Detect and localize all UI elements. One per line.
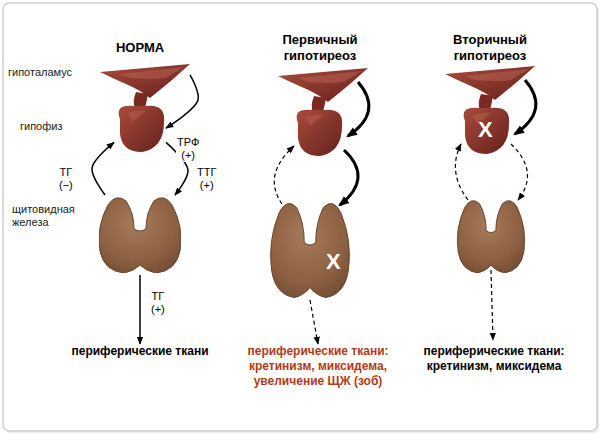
hypothalamus-pituitary bbox=[445, 66, 535, 154]
organ-label: гипофиз bbox=[20, 120, 62, 133]
defect-mark: X bbox=[326, 251, 341, 273]
hormone-arrow bbox=[92, 142, 114, 195]
weak-arrow bbox=[455, 144, 468, 200]
target-tissue: периферические ткани: кретинизм, миксиде… bbox=[238, 344, 398, 389]
panel-title: Вторичный гипотиреоз bbox=[440, 32, 540, 64]
thyroid-gland bbox=[457, 201, 524, 273]
weak-arrow bbox=[274, 146, 294, 204]
weak-arrow bbox=[491, 270, 493, 340]
target-tissue: периферические ткани: кретинизм, миксиде… bbox=[414, 344, 574, 374]
hormone-arrow bbox=[139, 275, 141, 344]
hormone-label: ТТГ (+) bbox=[196, 166, 217, 192]
pituitary: гипофиз bbox=[114, 104, 166, 152]
target-tissue: периферические ткани bbox=[71, 344, 208, 359]
organ-label: гипоталамус bbox=[8, 66, 72, 79]
tissue-text: периферические ткани: кретинизм, миксиде… bbox=[238, 344, 398, 389]
hormone-arrow bbox=[310, 300, 318, 344]
thyroid-gland bbox=[99, 198, 181, 273]
weak-arrow bbox=[511, 144, 527, 200]
affected-pituitary: X bbox=[459, 106, 511, 154]
tissue-text: периферические ткани bbox=[71, 344, 208, 359]
tissue-text: периферические ткани: кретинизм, миксиде… bbox=[414, 344, 574, 374]
organ-label: щитовидная железа bbox=[12, 203, 84, 229]
defect-mark: X bbox=[478, 119, 493, 141]
hypothalamus-pituitary bbox=[278, 68, 368, 156]
hypothalamus: гипоталамус bbox=[100, 64, 190, 100]
thyroid: щитовидная железа bbox=[90, 195, 190, 275]
hormone-label: ТГ (+) bbox=[150, 290, 166, 316]
strong-arrow bbox=[515, 80, 536, 134]
hormone-label: ТРФ (+) bbox=[176, 136, 200, 162]
enlarged-thyroid bbox=[271, 204, 350, 298]
hormone-arrow bbox=[166, 75, 198, 128]
strong-arrow bbox=[340, 150, 358, 205]
frame bbox=[3, 3, 597, 431]
affected-thyroid: X bbox=[262, 200, 358, 300]
panel-title: Первичный гипотиреоз bbox=[270, 32, 370, 64]
hormone-label: ТГ (−) bbox=[58, 166, 74, 192]
strong-arrow bbox=[348, 82, 369, 136]
panel-title: НОРМА bbox=[116, 40, 164, 56]
